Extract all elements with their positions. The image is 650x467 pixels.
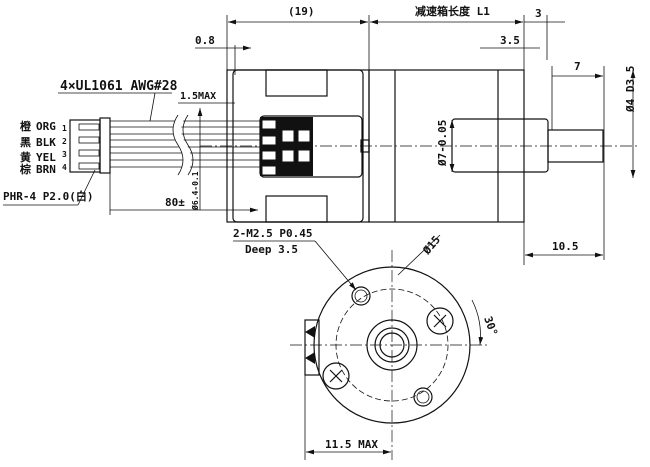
dim-flange: 3 [535,7,542,20]
dim-3-5: 3.5 [500,34,520,47]
dim-lead-length: 80± [165,196,185,209]
wire-4-cn: 棕 [19,162,31,176]
mount-hole [351,286,371,306]
right-dimensions: Ø7-0.05 7 Ø4 D3.5 10.5 [436,60,637,265]
cable-spec: 4×UL1061 AWG#28 [60,79,178,94]
dim-lead-tol: Ø6.4-0.1 [190,171,200,211]
dim-boss-diameter: Ø7-0.05 [436,120,449,167]
wire-3-cn: 黄 [20,150,31,164]
wire-1-cn: 橙 [20,119,32,133]
dim-shaft-diameter: Ø4 D3.5 [624,66,637,113]
dim-gearbox-length: 减速箱长度 L1 [415,4,490,18]
wire-3-code: YEL [36,151,56,164]
dim-shaft-length: 7 [574,60,581,73]
wire-2-code: BLK [36,136,56,149]
connector-label: PHR-4 P2.0(白) [3,189,93,203]
dim-body-length: (19) [288,5,315,18]
screw-icon [426,307,454,335]
screw-icon [322,362,350,390]
wire-3-pin: 3 [62,150,67,159]
hole-depth: Deep 3.5 [245,243,298,256]
wire-1-code: ORG [36,120,56,133]
dim-terminal: 1.5MAX [180,91,216,102]
wire-1-pin: 1 [62,124,67,133]
mount-hole [413,387,433,407]
hole-thread: 2-M2.5 P0.45 [233,227,312,240]
dim-angle: 30° [481,315,500,338]
wire-4-code: BRN [36,163,56,176]
dim-front-diameter: Ø15 [420,233,443,257]
dim-mount-offset: 11.5 MAX [325,438,378,451]
cable-assembly: 4×UL1061 AWG#28 橙 ORG 1 黑 BLK 2 黄 YEL 3 … [3,79,260,215]
dim-0-8: 0.8 [195,34,215,47]
motor-front-view: 2-M2.5 P0.45 Deep 3.5 Ø15 30° 11.5 MAX [233,227,500,460]
wire-2-pin: 2 [62,137,67,146]
top-dimensions: (19) 减速箱长度 L1 3 0.8 3.5 [195,4,565,75]
wire-4-pin: 4 [62,163,67,172]
dim-shaft-extension: 10.5 [552,240,579,253]
wire-2-cn: 黑 [20,136,31,149]
motor-side-view [200,69,640,223]
